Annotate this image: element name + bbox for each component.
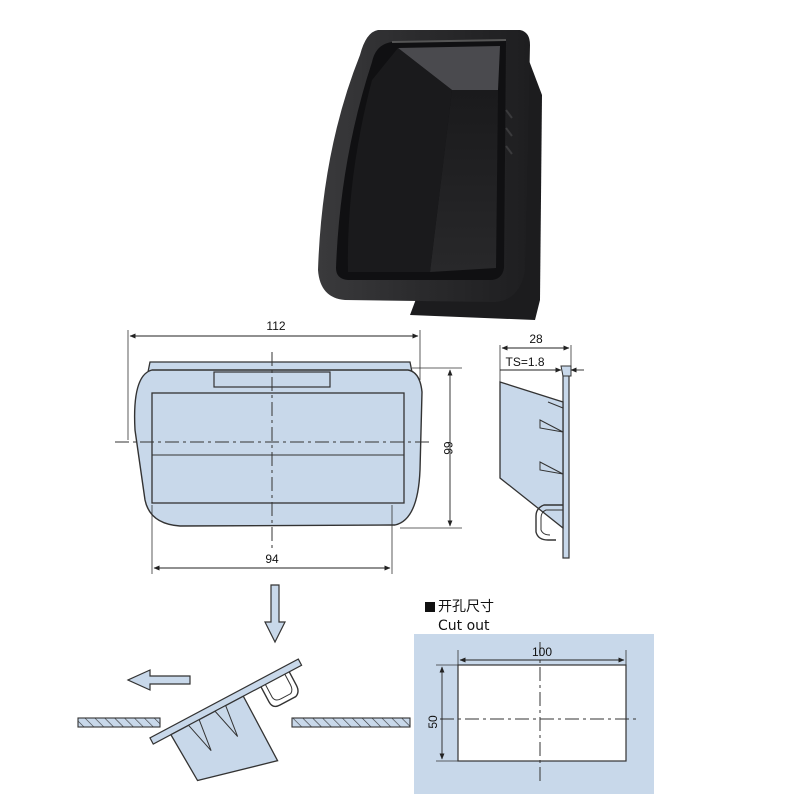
square-bullet-icon — [425, 602, 435, 612]
cutout-title-cn: 开孔尺寸 — [438, 599, 494, 615]
cutout-hole — [457, 664, 627, 762]
side-view: 28 TS=1.8 — [499, 332, 584, 559]
dim-depth: 28 — [529, 332, 543, 346]
dim-cutout-width: 100 — [532, 645, 552, 659]
cutout-title-en: Cut out — [438, 618, 490, 634]
cutout-section: 开孔尺寸 Cut out 100 50 — [414, 599, 654, 794]
dim-cutout-height: 50 — [426, 715, 440, 729]
dim-thickness: TS=1.8 — [505, 355, 544, 369]
product-image — [318, 30, 542, 320]
front-view: 112 66 94 — [115, 319, 462, 574]
installation-diagram — [77, 584, 411, 782]
dim-overall-width: 112 — [266, 319, 285, 333]
dim-inner-width: 94 — [265, 552, 279, 566]
insert-direction-arrow — [264, 584, 286, 644]
dim-height: 66 — [441, 441, 455, 455]
slide-direction-arrow — [126, 669, 191, 691]
